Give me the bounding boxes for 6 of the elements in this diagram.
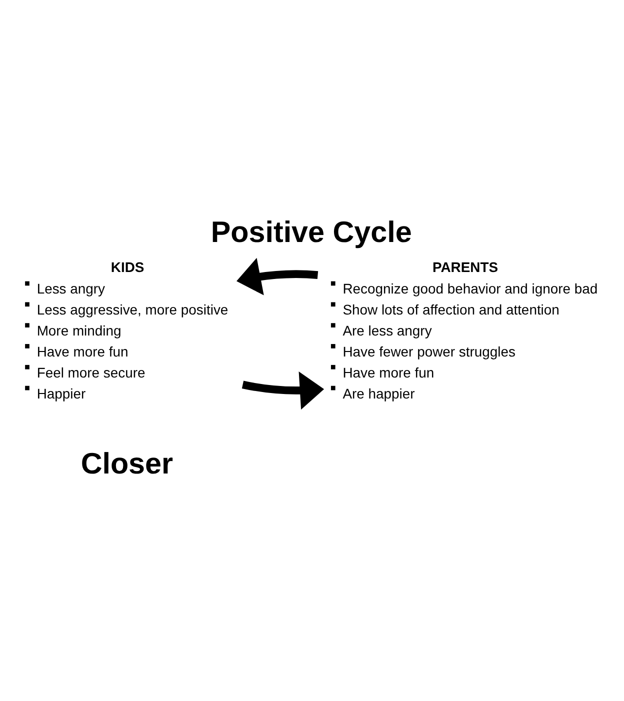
- node-text: PARENTS Recognize good behavior and ignore bad Show lots of affection and attention Are less angry Have fewer power struggles Have more fun Are happier: [342, 258, 598, 401]
- caption: Closer: [80, 447, 174, 480]
- arrow: [242, 371, 324, 410]
- arrow: [236, 257, 318, 295]
- diagram-title: Positive Cycle: [210, 215, 412, 248]
- node-text: KIDS Less angry Less aggressive, more positive More minding Have more fun Feel more secure Happier: [36, 258, 228, 401]
